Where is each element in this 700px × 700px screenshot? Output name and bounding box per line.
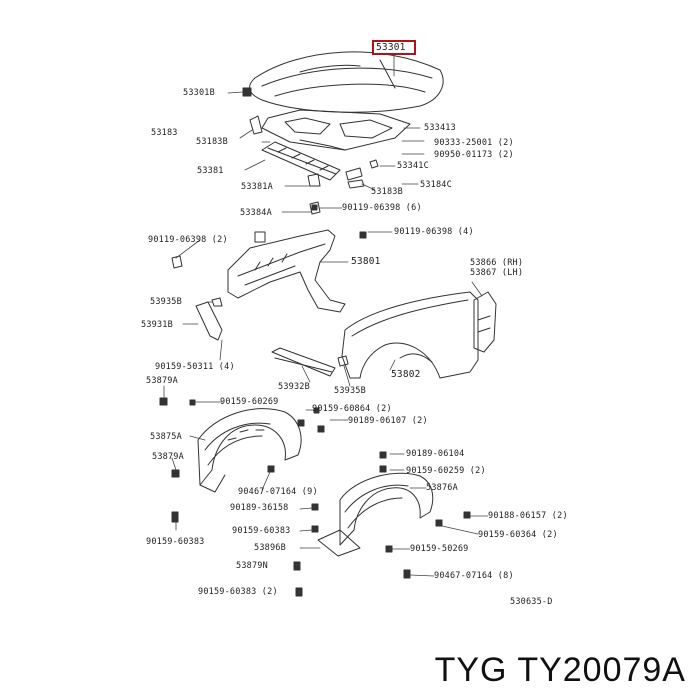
fender-liner-a <box>197 408 302 493</box>
part-label: 90333-25001 (2) <box>434 138 514 148</box>
part-label: 53341C <box>397 161 429 171</box>
part-label: 53381 <box>197 166 224 176</box>
part-label: 53384A <box>240 208 272 218</box>
part-label: 53935B <box>334 386 366 396</box>
part-label: 90159-50269 <box>410 544 469 554</box>
highlighted-part-box <box>372 40 416 55</box>
part-label: 90159-60864 (2) <box>312 404 392 414</box>
part-label: 53876A <box>426 483 458 493</box>
part-label: 90159-60259 (2) <box>406 466 486 476</box>
leader-lines <box>163 54 489 593</box>
part-label: 90159-60383 <box>146 537 205 547</box>
fender-side-mount <box>473 291 497 353</box>
fender-liner-b <box>317 472 434 557</box>
part-label: 53866 (RH) <box>470 258 524 268</box>
part-label: 53935B <box>150 297 182 307</box>
part-label: 90119-06398 (2) <box>148 235 228 245</box>
part-label: 90189-06107 (2) <box>348 416 428 426</box>
part-label: 53879A <box>146 376 178 386</box>
hood-panel <box>249 51 444 113</box>
part-label: 90159-50311 (4) <box>155 362 235 372</box>
part-label: 90159-60269 <box>220 397 279 407</box>
part-label: 53801 <box>351 256 381 267</box>
part-label: 90467-07164 (8) <box>434 571 514 581</box>
part-label: 90950-01173 (2) <box>434 150 514 160</box>
part-number-caption: TYG TY20079A <box>434 651 686 689</box>
part-label: 90467-07164 (9) <box>238 487 318 497</box>
part-label: 90119-06398 (6) <box>342 203 422 213</box>
part-label: 90189-36158 <box>230 503 289 513</box>
diagram-code-label: 530635-D <box>510 597 553 607</box>
part-label: 533413 <box>424 123 456 133</box>
front-fender <box>341 291 479 379</box>
part-label: 53183B <box>196 137 228 147</box>
part-label: 90189-06104 <box>406 449 465 459</box>
part-label: 53802 <box>391 369 421 380</box>
fasteners <box>159 204 471 597</box>
hood-inner-frame <box>261 109 411 151</box>
fender-apron <box>171 229 346 313</box>
part-label: 53867 (LH) <box>470 268 524 278</box>
part-label: 90159-60383 (2) <box>198 587 278 597</box>
part-label: 53183 <box>151 128 178 138</box>
cowl-seal-strip <box>261 141 341 181</box>
part-label: 53183B <box>371 187 403 197</box>
part-label: 90159-60364 (2) <box>478 530 558 540</box>
part-label: 90159-60383 <box>232 526 291 536</box>
part-label: 53931B <box>141 320 173 330</box>
part-label: 53875A <box>150 432 182 442</box>
part-label: 53381A <box>241 182 273 192</box>
fender-brackets <box>195 297 349 377</box>
part-label: 53301B <box>183 88 215 98</box>
part-label: 53896B <box>254 543 286 553</box>
part-label: 53879N <box>236 561 268 571</box>
part-label: 53301 <box>376 42 406 53</box>
part-label: 53932B <box>278 382 310 392</box>
part-label: 53879A <box>152 452 184 462</box>
part-label: 90188-06157 (2) <box>488 511 568 521</box>
part-label: 53184C <box>420 180 452 190</box>
hood-clips <box>242 87 379 215</box>
part-label: 90119-06398 (4) <box>394 227 474 237</box>
